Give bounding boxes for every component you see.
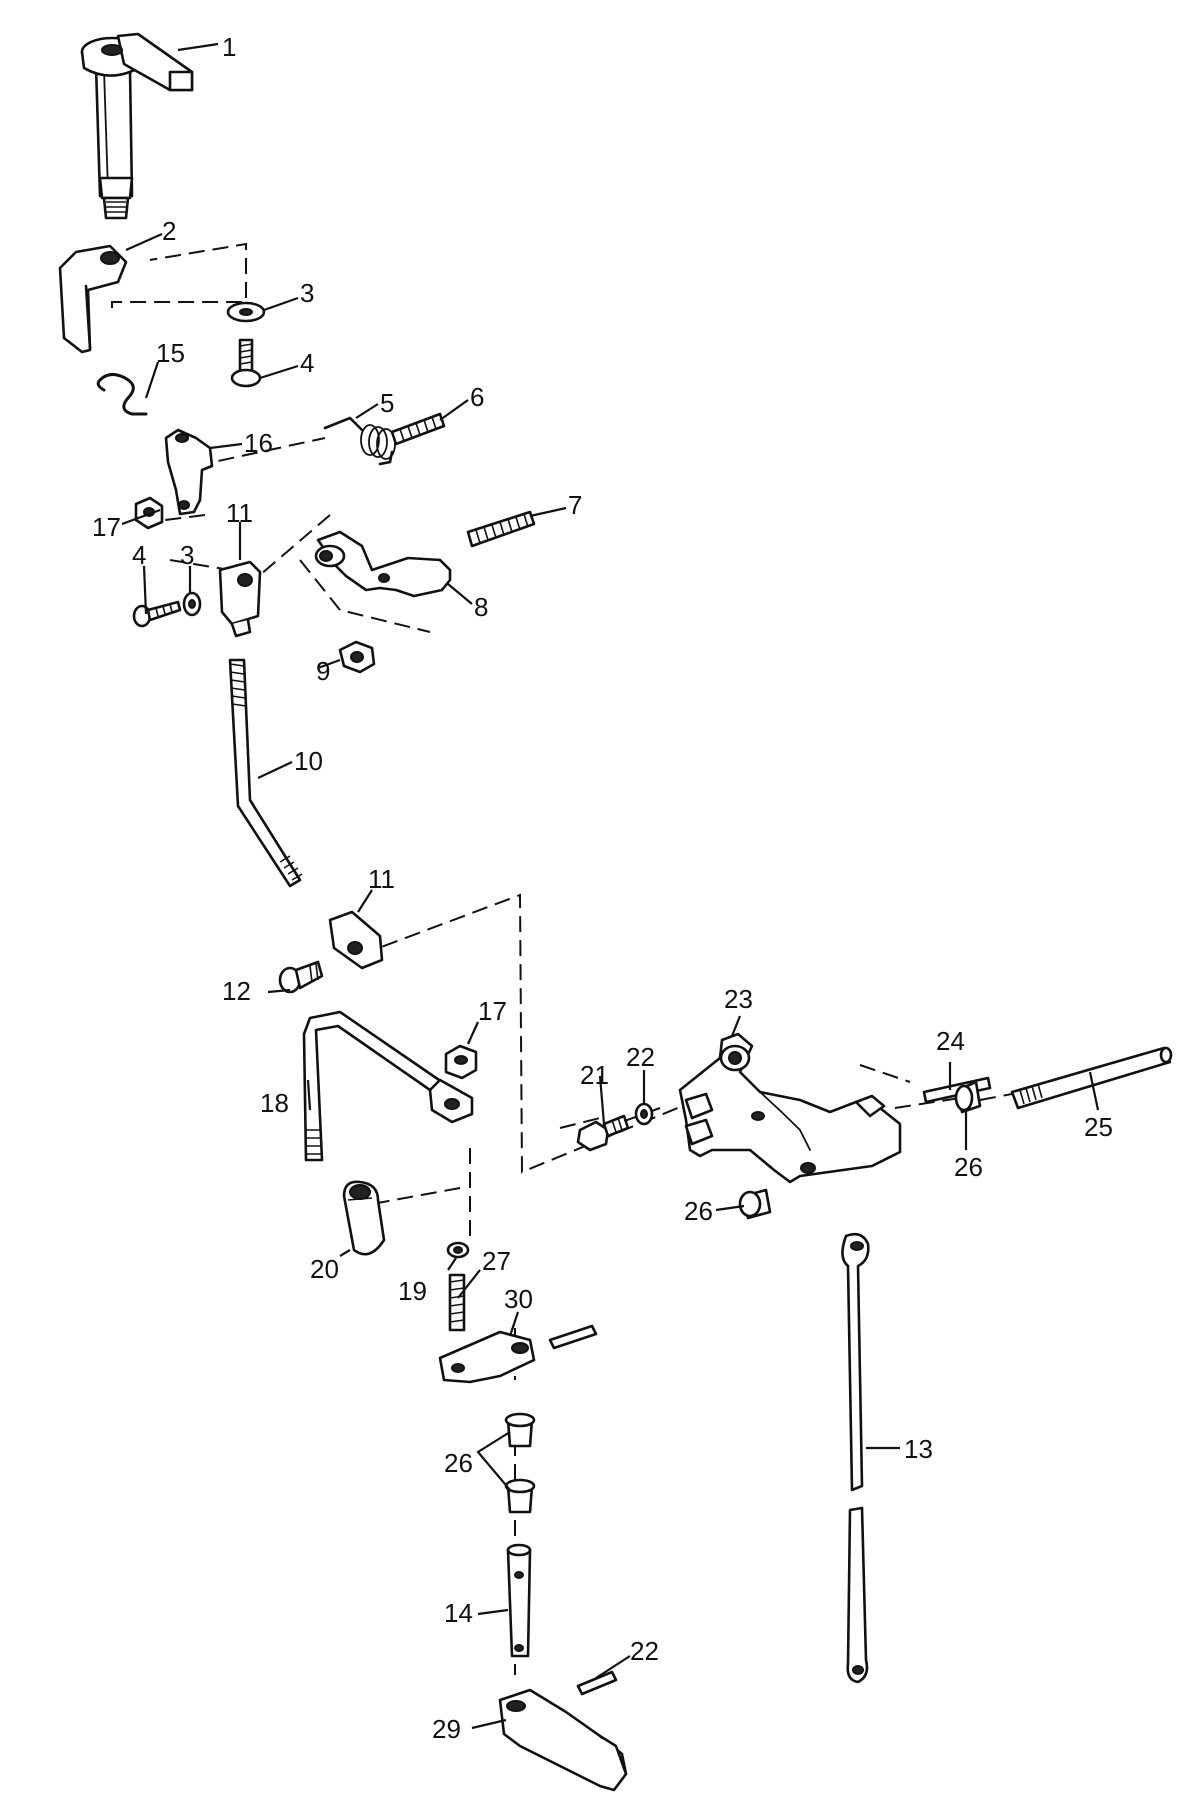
callout-6: 6 [470,382,484,412]
callout-17-upper: 17 [92,512,121,542]
callout-14: 14 [444,1598,473,1628]
part-2-bracket [58,244,128,354]
part-26-bushing-lower [504,1478,536,1514]
callout-22-lower: 22 [630,1636,659,1666]
part-12-pin [278,960,324,994]
part-22-washer-upper [634,1102,654,1126]
callout-18: 18 [260,1088,289,1118]
part-13-link-rod [841,1232,870,1684]
callout-26-right: 26 [954,1152,983,1182]
callout-13: 13 [904,1434,933,1464]
callouts: 1 2 3 4 15 5 6 16 17 7 11 4 3 8 9 10 11 … [92,32,1113,1744]
callout-16: 16 [244,428,273,458]
part-4-screw-upper [230,338,262,388]
callout-1: 1 [222,32,236,62]
part-16-lever [164,428,214,516]
part-1-shift-shaft [80,32,194,220]
part-18-bent-rod [302,1010,474,1162]
callout-19: 19 [398,1276,427,1306]
callout-2: 2 [162,216,176,246]
part-11-clevis-lower [328,910,384,970]
part-11-clevis-upper [218,560,262,638]
callout-12: 12 [222,976,251,1006]
callout-22-upper: 22 [626,1042,655,1072]
part-30-link [438,1324,598,1384]
callout-4-middle: 4 [132,540,146,570]
part-14-shaft [506,1543,532,1658]
part-21-screw [576,1114,630,1152]
callout-25: 25 [1084,1112,1113,1142]
callout-8: 8 [474,592,488,622]
part-26-bushing-left [738,1188,772,1220]
leader-lines [121,42,1100,1730]
callout-3-middle: 3 [180,540,194,570]
callout-26-center: 26 [444,1448,473,1478]
part-8-lever-arm [314,530,452,598]
part-9-nut [338,640,376,674]
callout-9: 9 [316,656,330,686]
callout-15: 15 [156,338,185,368]
part-20-sleeve [342,1180,386,1256]
part-29-handle [498,1688,628,1792]
callout-10: 10 [294,746,323,776]
part-23-main-lever [678,1032,902,1184]
part-27-stud [448,1273,466,1332]
part-3-washer-middle [182,591,202,617]
callout-7: 7 [568,490,582,520]
callout-11-upper: 11 [226,498,253,528]
part-5-torsion-spring [323,416,396,466]
part-3-washer-upper [226,301,266,323]
callout-11-lower: 11 [368,864,395,894]
callout-4-upper: 4 [300,348,314,378]
part-4-screw-middle [132,600,182,628]
part-15-spring-clip [96,373,148,416]
callout-29: 29 [432,1714,461,1744]
callout-20: 20 [310,1254,339,1284]
part-26-bushing-right [954,1080,982,1114]
part-17-nut-lower [444,1044,478,1080]
callout-3-upper: 3 [300,278,314,308]
callout-30: 30 [504,1284,533,1314]
callout-21: 21 [580,1060,609,1090]
alignment-lines [111,242,1013,1675]
part-19-washer [446,1241,470,1259]
callout-23: 23 [724,984,753,1014]
part-22-pin-lower [576,1670,618,1696]
callout-5: 5 [380,388,394,418]
callout-26-left: 26 [684,1196,713,1226]
part-26-bushing-upper [504,1412,536,1448]
callout-27: 27 [482,1246,511,1276]
callout-17-lower: 17 [478,996,507,1026]
part-6-stud [390,412,446,446]
part-10-rod [228,658,303,888]
callout-24: 24 [936,1026,965,1056]
part-7-stud [466,510,536,548]
